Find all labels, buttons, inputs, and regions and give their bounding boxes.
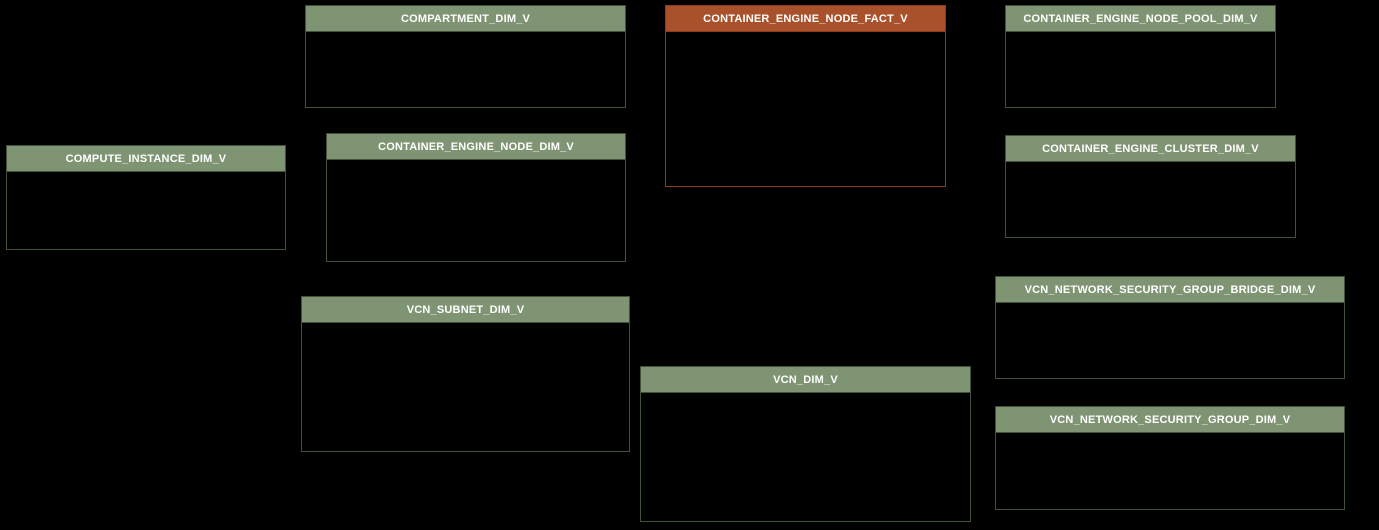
entity-columns-compute-instance-dim-v: [7, 172, 285, 249]
entity-title-vcn-network-security-group-dim-v[interactable]: VCN_NETWORK_SECURITY_GROUP_DIM_V: [996, 407, 1344, 433]
entity-box-container-engine-node-pool-dim-v[interactable]: CONTAINER_ENGINE_NODE_POOL_DIM_V: [1005, 5, 1276, 108]
entity-title-compartment-dim-v[interactable]: COMPARTMENT_DIM_V: [306, 6, 625, 32]
entity-box-vcn-network-security-group-bridge-dim-v[interactable]: VCN_NETWORK_SECURITY_GROUP_BRIDGE_DIM_V: [995, 276, 1345, 379]
entity-columns-container-engine-node-pool-dim-v: [1006, 32, 1275, 107]
entity-title-vcn-network-security-group-bridge-dim-v[interactable]: VCN_NETWORK_SECURITY_GROUP_BRIDGE_DIM_V: [996, 277, 1344, 303]
entity-box-vcn-dim-v[interactable]: VCN_DIM_V: [640, 366, 971, 522]
entity-columns-container-engine-cluster-dim-v: [1006, 162, 1295, 237]
entity-columns-vcn-network-security-group-bridge-dim-v: [996, 303, 1344, 378]
entity-box-container-engine-node-fact-v[interactable]: CONTAINER_ENGINE_NODE_FACT_V: [665, 5, 946, 187]
entity-box-container-engine-cluster-dim-v[interactable]: CONTAINER_ENGINE_CLUSTER_DIM_V: [1005, 135, 1296, 238]
entity-title-vcn-subnet-dim-v[interactable]: VCN_SUBNET_DIM_V: [302, 297, 629, 323]
entity-columns-container-engine-node-fact-v: [666, 32, 945, 186]
entity-box-compute-instance-dim-v[interactable]: COMPUTE_INSTANCE_DIM_V: [6, 145, 286, 250]
entity-box-vcn-network-security-group-dim-v[interactable]: VCN_NETWORK_SECURITY_GROUP_DIM_V: [995, 406, 1345, 510]
entity-title-container-engine-node-dim-v[interactable]: CONTAINER_ENGINE_NODE_DIM_V: [327, 134, 625, 160]
entity-title-container-engine-node-fact-v[interactable]: CONTAINER_ENGINE_NODE_FACT_V: [666, 6, 945, 32]
entity-columns-compartment-dim-v: [306, 32, 625, 107]
entity-title-compute-instance-dim-v[interactable]: COMPUTE_INSTANCE_DIM_V: [7, 146, 285, 172]
entity-columns-vcn-network-security-group-dim-v: [996, 433, 1344, 509]
entity-box-vcn-subnet-dim-v[interactable]: VCN_SUBNET_DIM_V: [301, 296, 630, 452]
entity-title-vcn-dim-v[interactable]: VCN_DIM_V: [641, 367, 970, 393]
entity-title-container-engine-cluster-dim-v[interactable]: CONTAINER_ENGINE_CLUSTER_DIM_V: [1006, 136, 1295, 162]
entity-columns-container-engine-node-dim-v: [327, 160, 625, 261]
entity-title-container-engine-node-pool-dim-v[interactable]: CONTAINER_ENGINE_NODE_POOL_DIM_V: [1006, 6, 1275, 32]
entity-columns-vcn-subnet-dim-v: [302, 323, 629, 451]
entity-columns-vcn-dim-v: [641, 393, 970, 521]
entity-box-compartment-dim-v[interactable]: COMPARTMENT_DIM_V: [305, 5, 626, 108]
entity-box-container-engine-node-dim-v[interactable]: CONTAINER_ENGINE_NODE_DIM_V: [326, 133, 626, 262]
